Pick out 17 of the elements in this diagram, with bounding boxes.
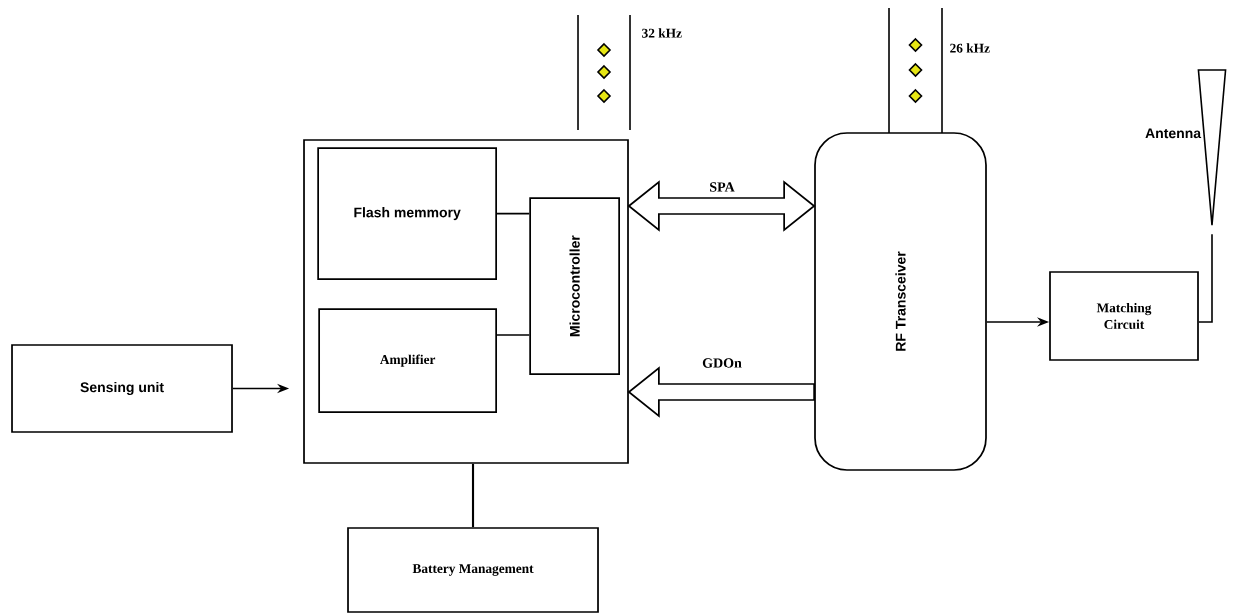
connector-line [496,212,531,215]
connector-line [496,334,531,336]
edge-label: GDOn [700,356,744,370]
block-box: Matching Circuit [1049,271,1199,361]
rounded-block-box: RF Transceiver [814,132,987,471]
connector-line [1198,233,1213,323]
frequency-label: 32 kHz [642,28,682,38]
block-box: Flash memmory [317,147,497,280]
connector-line [471,463,475,528]
block-box: Battery Management [347,527,599,613]
frequency-label: 26 kHz [950,43,990,53]
block-box: Amplifier [318,308,497,413]
block-box [303,139,629,464]
block-box: Sensing unit [11,344,233,433]
edge-label: SPA [707,180,737,194]
block-box: Microcontroller [529,197,620,375]
block-arrow [627,366,815,418]
